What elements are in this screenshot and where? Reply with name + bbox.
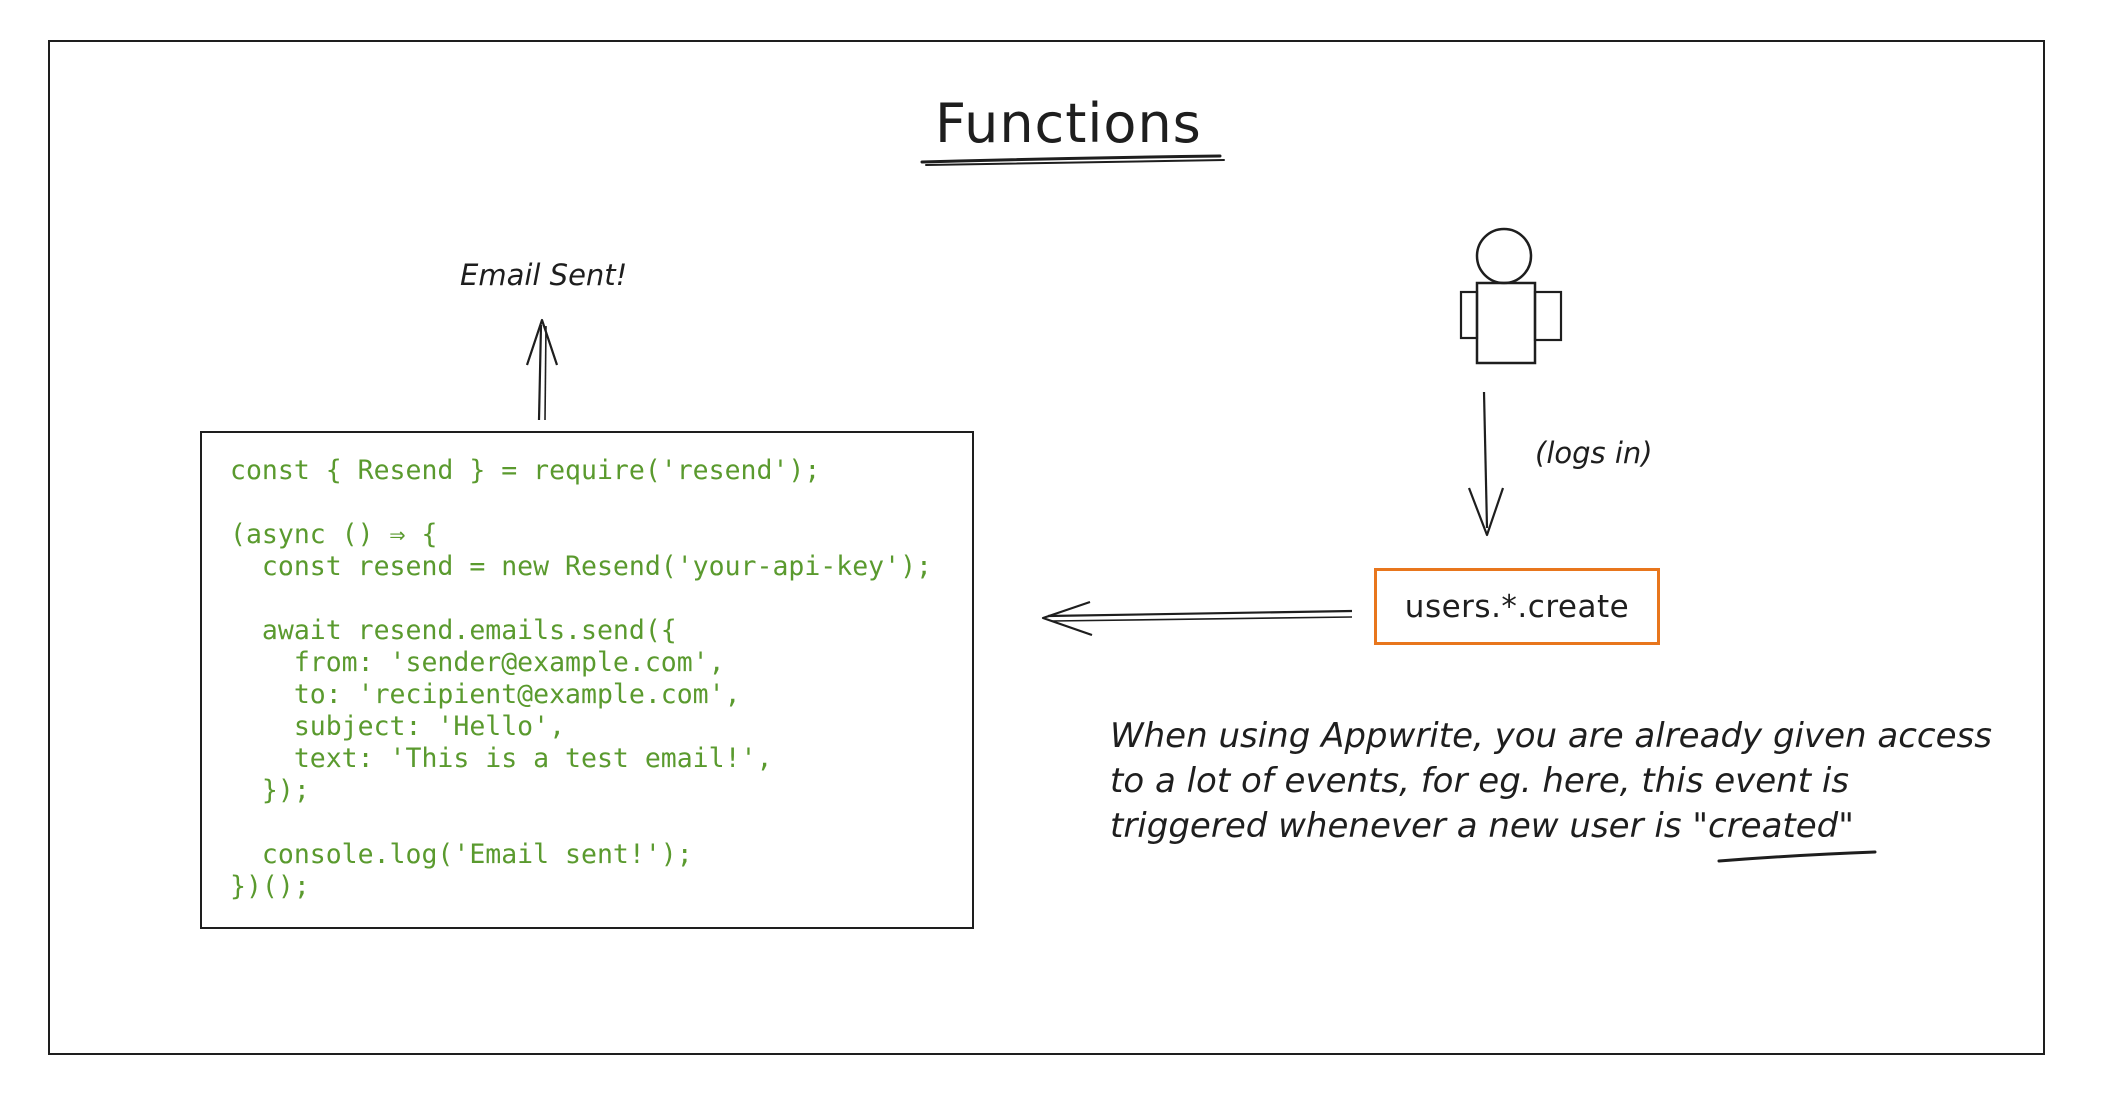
note-highlight: "created" [1692, 806, 1854, 846]
code-line: to: 'recipient@example.com', [230, 679, 741, 710]
code-line: from: 'sender@example.com', [230, 647, 725, 678]
code-line: await resend.emails.send({ [230, 615, 677, 646]
diagram-frame [48, 40, 2045, 1055]
diagram-title: Functions [935, 92, 1202, 155]
logs-in-label: (logs in) [1535, 436, 1653, 470]
arrow-down-logs-in [1467, 391, 1505, 537]
explanation-note: When using Appwrite, you are already giv… [1110, 714, 2010, 849]
code-line: subject: 'Hello', [230, 711, 566, 742]
arrow-left-to-code [1041, 600, 1353, 637]
code-line: text: 'This is a test email!', [230, 743, 773, 774]
code-line: (async () ⇒ { [230, 519, 438, 550]
code-line: const { Resend } = require('resend'); [230, 455, 821, 486]
title-underline [920, 154, 1225, 166]
code-block: const { Resend } = require('resend'); (a… [230, 455, 972, 903]
user-icon [1459, 227, 1563, 365]
arrow-up-email-sent [525, 318, 559, 421]
created-underline [1717, 850, 1877, 863]
code-line: })(); [230, 871, 310, 902]
code-line: console.log('Email sent!'); [230, 839, 693, 870]
event-box: users.*.create [1374, 568, 1660, 645]
code-line: const resend = new Resend('your-api-key'… [230, 551, 932, 582]
email-sent-label: Email Sent! [460, 258, 628, 292]
code-box: const { Resend } = require('resend'); (a… [200, 431, 974, 929]
event-label: users.*.create [1404, 588, 1630, 625]
note-text: When using Appwrite, you are already giv… [1110, 716, 1992, 846]
code-line: }); [230, 775, 310, 806]
